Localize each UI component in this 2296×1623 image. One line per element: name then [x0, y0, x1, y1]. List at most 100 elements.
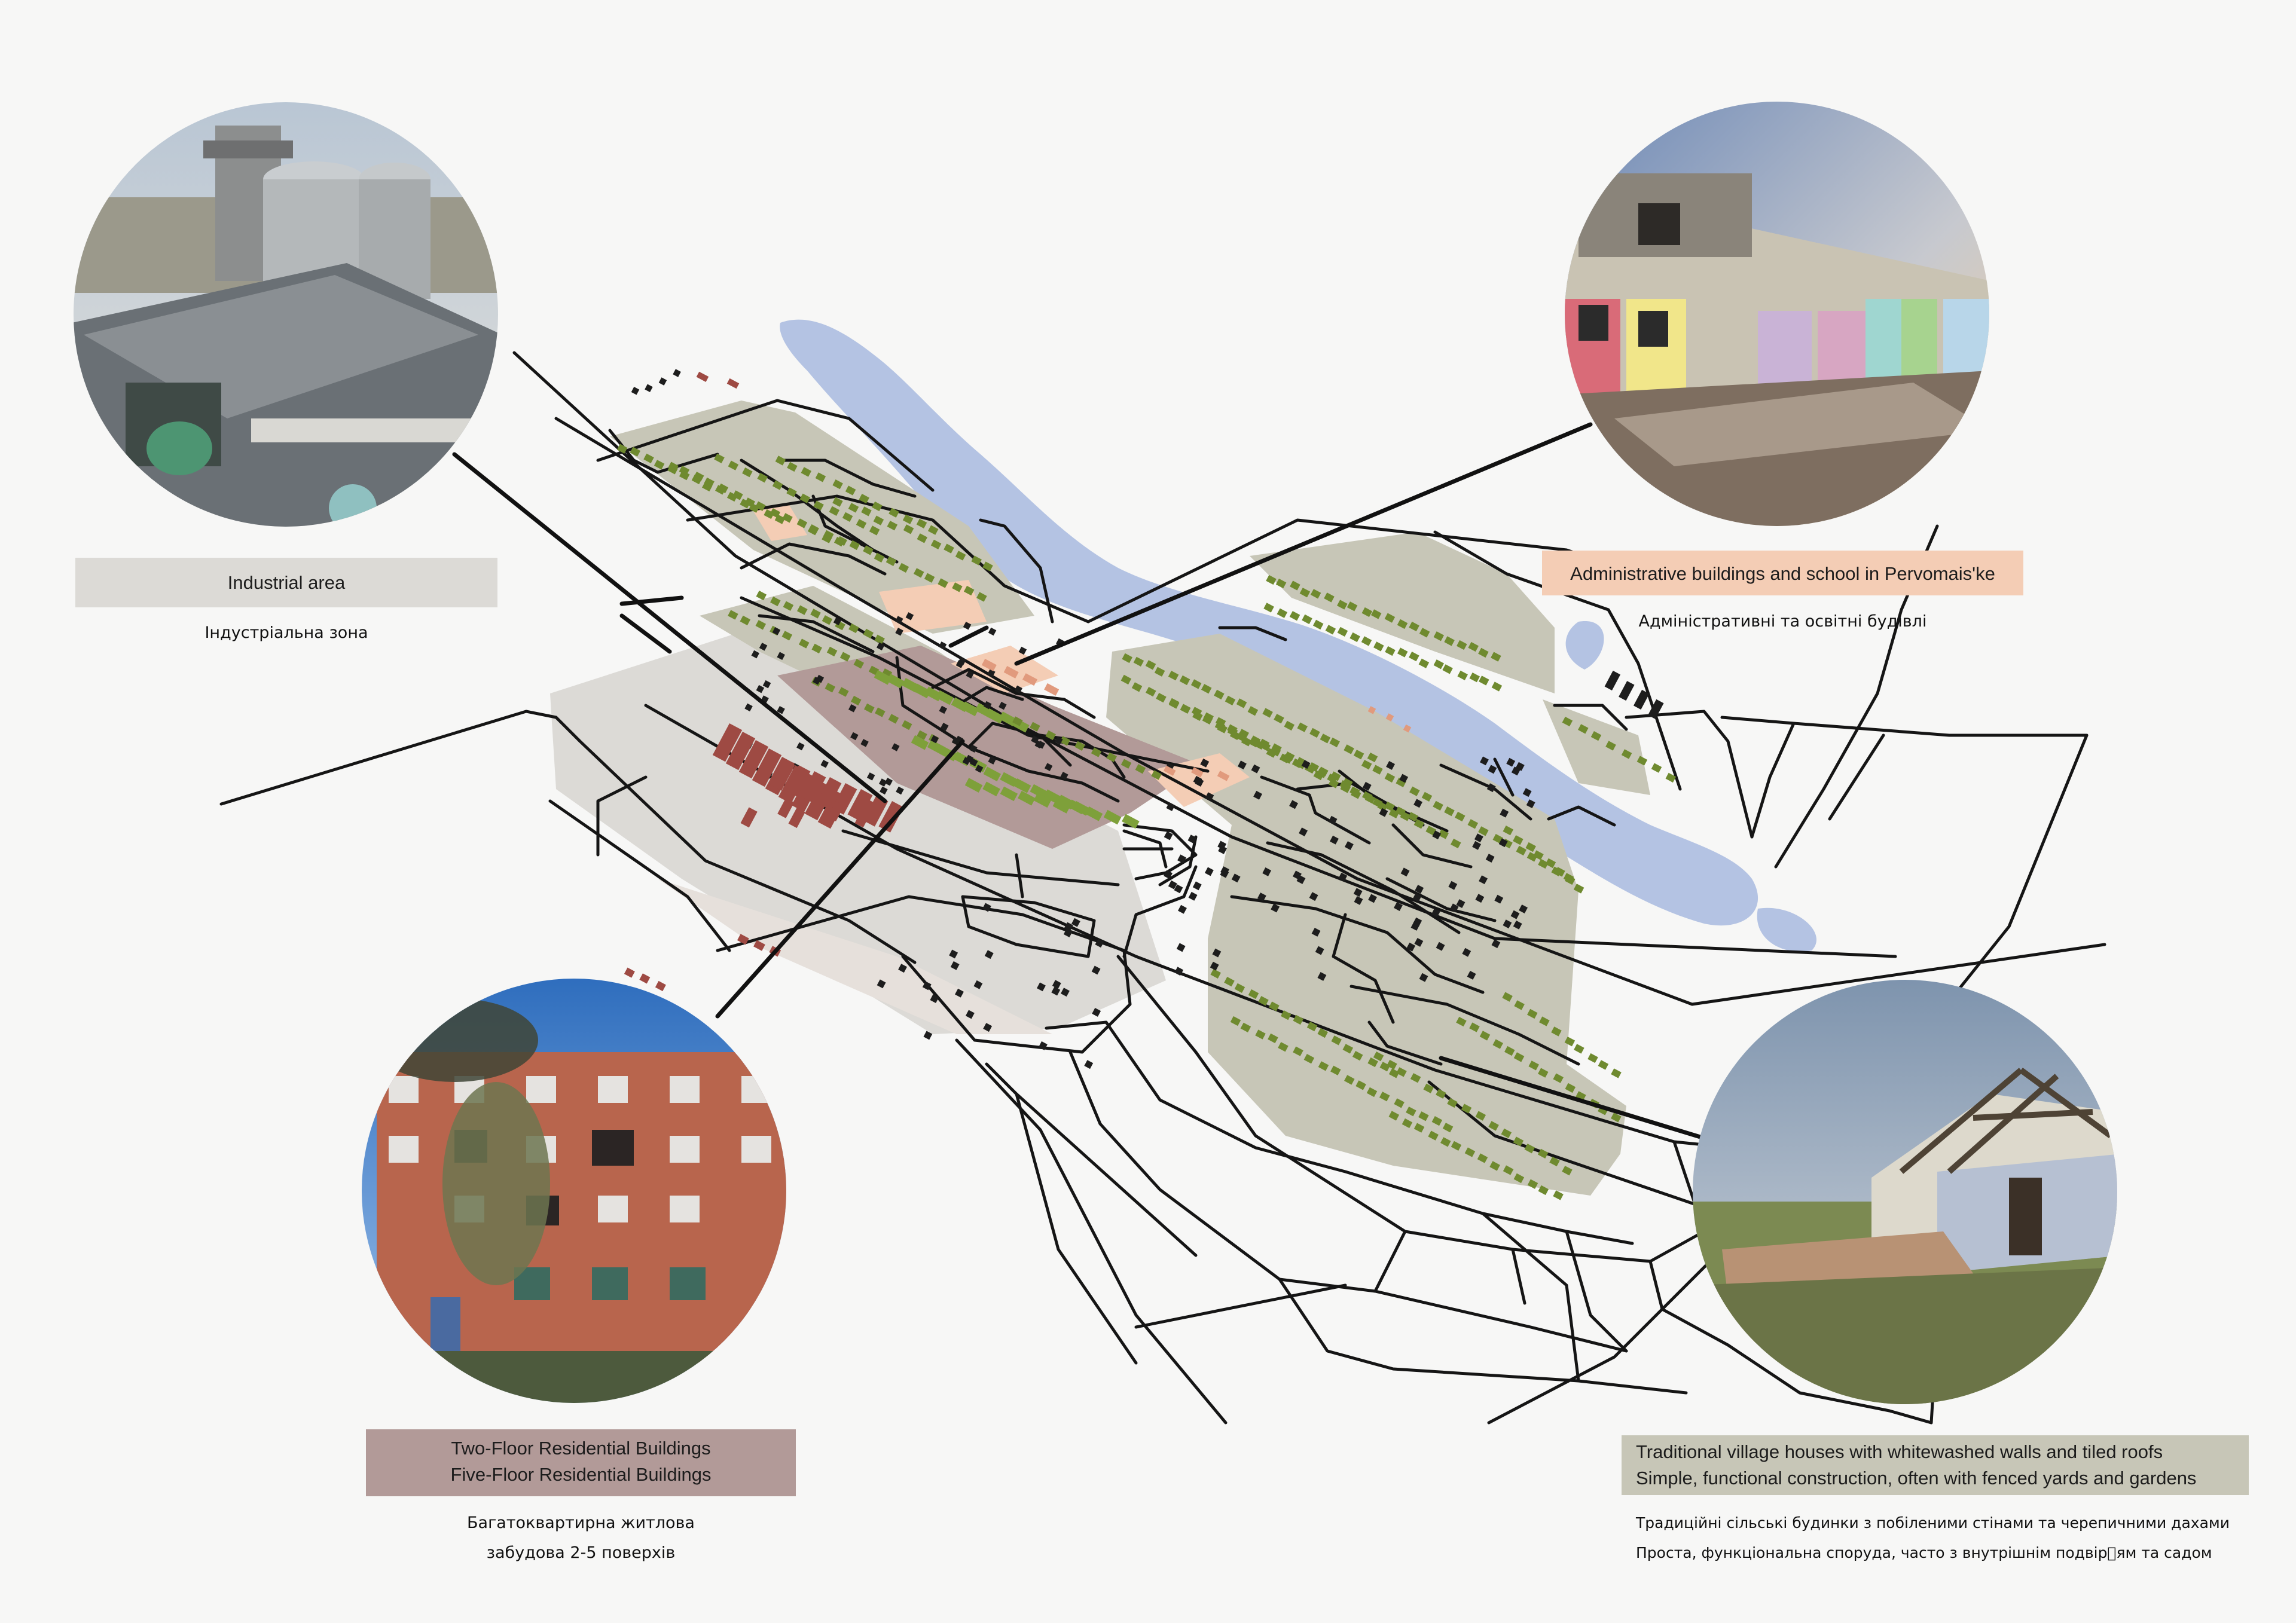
house — [1293, 870, 1302, 880]
tree — [654, 460, 665, 470]
house — [1174, 967, 1184, 976]
tree — [1214, 689, 1225, 700]
tree — [1467, 819, 1479, 829]
house — [1174, 884, 1183, 894]
tree — [1274, 714, 1284, 724]
tree — [742, 467, 753, 478]
tree — [1388, 808, 1400, 818]
house — [1178, 904, 1187, 914]
house — [1238, 760, 1247, 770]
tree — [781, 631, 793, 641]
tree — [1351, 789, 1361, 799]
house — [1328, 815, 1338, 825]
house — [1031, 735, 1039, 744]
tree — [783, 601, 794, 611]
residential-caption: Багатоквартирна житлова забудова 2-5 пов… — [366, 1508, 796, 1568]
apartment-block — [1033, 793, 1052, 808]
tree — [1379, 1092, 1390, 1102]
tree — [1355, 1080, 1366, 1090]
tree — [1402, 1118, 1413, 1129]
tree — [952, 582, 963, 592]
industrial-building — [740, 807, 758, 828]
apartment-block — [1000, 772, 1018, 787]
house — [631, 387, 640, 395]
house — [1315, 946, 1324, 955]
tree — [1225, 695, 1236, 705]
tree — [718, 483, 729, 494]
tree — [755, 620, 767, 630]
apartment-block — [886, 674, 905, 689]
apartment-block — [986, 709, 1004, 724]
tree — [1269, 1001, 1280, 1011]
house — [1449, 903, 1459, 913]
house — [983, 1023, 993, 1032]
tree — [1168, 699, 1180, 709]
house — [1299, 827, 1308, 837]
apartment-block — [983, 766, 1002, 782]
house — [1479, 875, 1488, 885]
tree — [1342, 1044, 1354, 1054]
tree — [861, 506, 872, 516]
admin-building — [1044, 683, 1060, 696]
house — [1410, 922, 1420, 931]
tree — [1513, 835, 1523, 845]
tree — [1444, 806, 1455, 817]
house — [751, 650, 760, 659]
tree — [971, 555, 982, 566]
tree — [755, 501, 766, 511]
house — [1052, 980, 1061, 989]
admin-building — [1163, 765, 1176, 776]
industrial-area-label: Industrial area — [227, 572, 346, 593]
tree — [796, 518, 808, 528]
house — [1634, 689, 1650, 710]
house — [938, 641, 947, 650]
apartment-block — [1018, 790, 1036, 806]
house — [820, 759, 829, 768]
house — [1472, 840, 1482, 850]
leader-lines — [452, 422, 1718, 1144]
tree — [1590, 731, 1602, 741]
tree — [1293, 1046, 1303, 1056]
house — [1192, 881, 1202, 891]
house — [1188, 891, 1198, 901]
tree — [839, 652, 851, 662]
apartment-block — [1085, 806, 1103, 821]
house — [1522, 788, 1532, 797]
tree — [1562, 716, 1573, 727]
tree — [801, 467, 812, 477]
tree — [930, 539, 942, 549]
tree — [1469, 1022, 1480, 1032]
village-caption: Традиційні сільські будинки з побіленими… — [1636, 1508, 2282, 1568]
industrial-building — [712, 723, 743, 762]
residential-label-bg — [366, 1429, 796, 1496]
house — [1164, 831, 1173, 840]
house — [744, 703, 753, 712]
tree — [1344, 744, 1354, 754]
admin-building — [1367, 706, 1376, 714]
tree — [1254, 739, 1265, 750]
house — [1419, 973, 1428, 982]
tree — [1258, 996, 1269, 1006]
house — [848, 704, 857, 713]
tree — [1489, 1161, 1500, 1171]
house — [969, 744, 978, 753]
house — [1344, 841, 1354, 850]
industrial-building — [816, 777, 842, 809]
tree — [825, 683, 836, 693]
house — [1431, 908, 1440, 918]
house — [1061, 988, 1070, 997]
tree — [1421, 791, 1433, 802]
tree — [1277, 608, 1288, 618]
tree — [1455, 811, 1465, 822]
house — [1220, 866, 1229, 875]
tree — [1418, 658, 1430, 668]
tree — [1303, 1054, 1315, 1064]
tree — [917, 730, 927, 740]
admin-zone-1 — [879, 580, 987, 634]
house — [1354, 896, 1363, 905]
house — [984, 950, 994, 959]
tree — [848, 623, 859, 634]
tree — [1361, 607, 1373, 618]
apartment-block — [1103, 809, 1122, 825]
tree — [1349, 632, 1360, 643]
